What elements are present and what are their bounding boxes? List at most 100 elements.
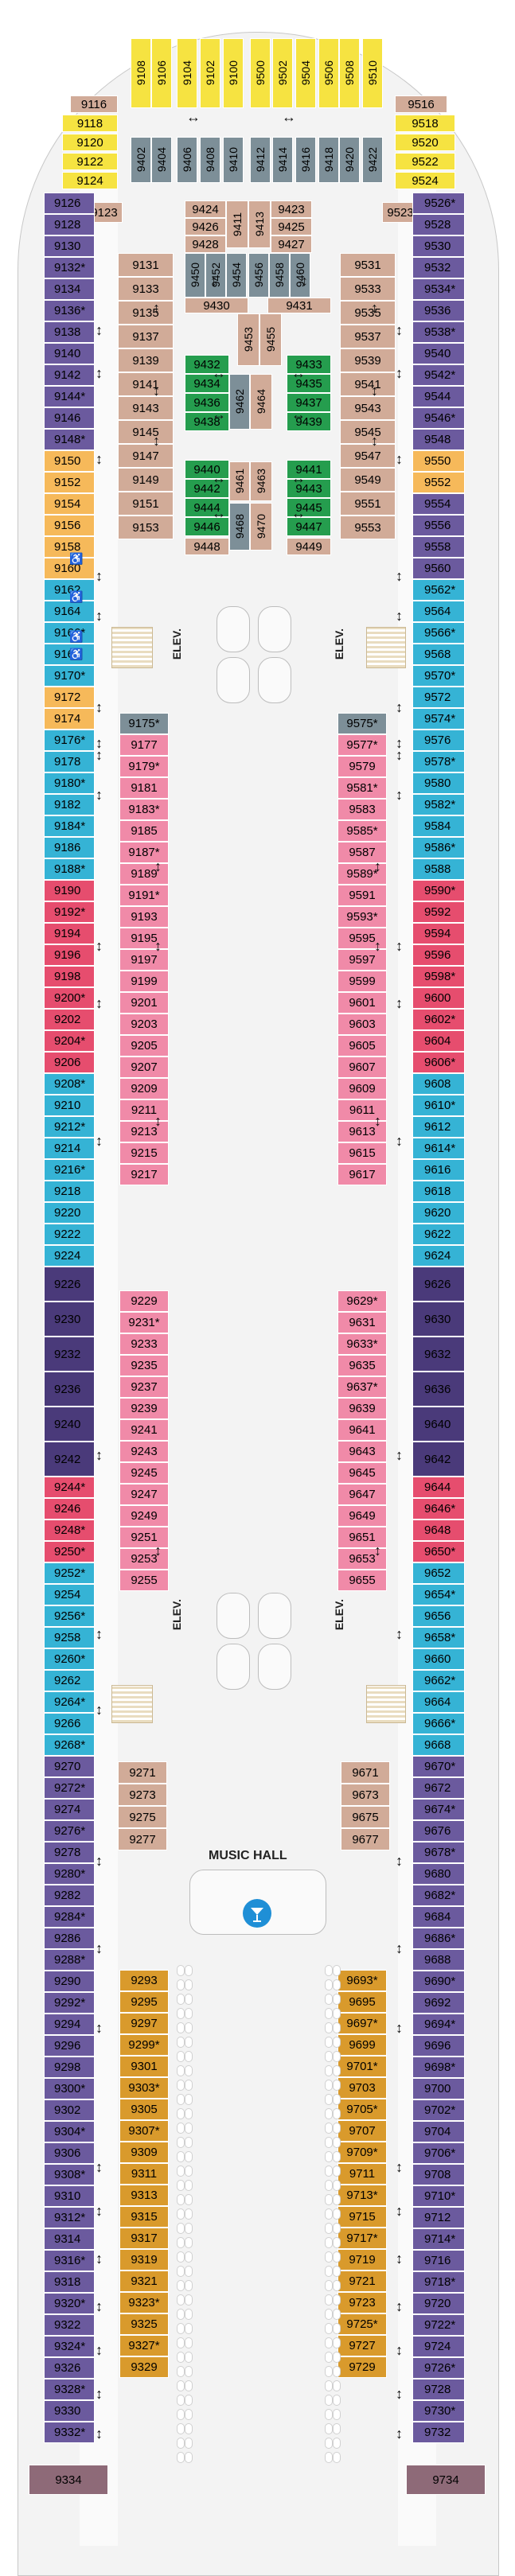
cabin-9145[interactable]: 9145 [118, 420, 174, 444]
cabin-9562[interactable]: 9562* [412, 579, 465, 601]
cabin-9214[interactable]: 9214 [44, 1138, 95, 1159]
cabin-9280[interactable]: 9280* [44, 1863, 95, 1885]
cabin-9329[interactable]: 9329 [119, 2356, 169, 2378]
cabin-9180[interactable]: 9180* [44, 772, 95, 794]
cabin-9428[interactable]: 9428 [185, 235, 226, 253]
cabin-9584[interactable]: 9584 [412, 815, 465, 837]
cabin-9196[interactable]: 9196 [44, 944, 95, 966]
cabin-9311[interactable]: 9311 [119, 2163, 169, 2185]
cabin-9276[interactable]: 9276* [44, 1820, 95, 1842]
cabin-9616[interactable]: 9616 [412, 1159, 465, 1181]
cabin-9516[interactable]: 9516 [395, 95, 447, 113]
cabin-9255[interactable]: 9255 [119, 1570, 169, 1591]
cabin-9610[interactable]: 9610* [412, 1095, 465, 1116]
cabin-9730[interactable]: 9730* [412, 2400, 465, 2422]
cabin-9554[interactable]: 9554 [412, 493, 465, 515]
cabin-9324[interactable]: 9324* [44, 2336, 95, 2357]
cabin-9552[interactable]: 9552 [412, 472, 465, 493]
cabin-9535[interactable]: 9535 [340, 301, 396, 325]
cabin-9586[interactable]: 9586* [412, 837, 465, 858]
cabin-9703[interactable]: 9703 [337, 2077, 387, 2099]
cabin-9298[interactable]: 9298 [44, 2057, 95, 2078]
cabin-9548[interactable]: 9548 [412, 429, 465, 450]
cabin-9253[interactable]: 9253 [119, 1548, 169, 1570]
cabin-9604[interactable]: 9604 [412, 1030, 465, 1052]
cabin-9236[interactable]: 9236 [44, 1372, 95, 1407]
cabin-9423[interactable]: 9423 [271, 200, 312, 218]
cabin-9299[interactable]: 9299* [119, 2034, 169, 2056]
cabin-9518[interactable]: 9518 [395, 115, 455, 132]
cabin-9268[interactable]: 9268* [44, 1734, 95, 1756]
cabin-9286[interactable]: 9286 [44, 1928, 95, 1949]
cabin-9325[interactable]: 9325 [119, 2313, 169, 2335]
cabin-9649[interactable]: 9649 [337, 1505, 387, 1527]
cabin-9272[interactable]: 9272* [44, 1777, 95, 1799]
cabin-9128[interactable]: 9128 [44, 214, 95, 235]
cabin-9247[interactable]: 9247 [119, 1484, 169, 1505]
cabin-9184[interactable]: 9184* [44, 815, 95, 837]
cabin-9534[interactable]: 9534* [412, 278, 465, 300]
cabin-9592[interactable]: 9592 [412, 901, 465, 923]
cabin-9587[interactable]: 9587 [337, 842, 387, 863]
cabin-9141[interactable]: 9141 [118, 372, 174, 396]
cabin-9332[interactable]: 9332* [44, 2422, 95, 2443]
cabin-9166[interactable]: 9166* [44, 622, 95, 644]
cabin-9271[interactable]: 9271 [118, 1761, 167, 1784]
cabin-9148[interactable]: 9148* [44, 429, 95, 450]
cabin-9116[interactable]: 9116 [70, 95, 118, 113]
cabin-9233[interactable]: 9233 [119, 1333, 169, 1355]
cabin-9150[interactable]: 9150 [44, 450, 95, 472]
cabin-9640[interactable]: 9640 [412, 1407, 465, 1442]
cabin-9440[interactable]: 9440 [185, 460, 229, 479]
cabin-9456[interactable]: 9456 [248, 253, 269, 298]
cabin-9104[interactable]: 9104 [177, 38, 197, 108]
cabin-9666[interactable]: 9666* [412, 1713, 465, 1734]
cabin-9146[interactable]: 9146 [44, 407, 95, 429]
cabin-9647[interactable]: 9647 [337, 1484, 387, 1505]
cabin-9446[interactable]: 9446 [185, 517, 229, 536]
cabin-9172[interactable]: 9172 [44, 687, 95, 708]
cabin-9607[interactable]: 9607 [337, 1056, 387, 1078]
cabin-9295[interactable]: 9295 [119, 1991, 169, 2013]
cabin-9192[interactable]: 9192* [44, 901, 95, 923]
cabin-9230[interactable]: 9230 [44, 1302, 95, 1337]
cabin-9322[interactable]: 9322 [44, 2314, 95, 2336]
cabin-9734[interactable]: 9734 [406, 2465, 486, 2495]
cabin-9426[interactable]: 9426 [185, 218, 226, 235]
cabin-9273[interactable]: 9273 [118, 1784, 167, 1806]
cabin-9593[interactable]: 9593* [337, 906, 387, 928]
cabin-9408[interactable]: 9408 [200, 137, 220, 183]
cabin-9545[interactable]: 9545 [340, 420, 396, 444]
cabin-9528[interactable]: 9528 [412, 214, 465, 235]
cabin-9425[interactable]: 9425 [271, 218, 312, 235]
cabin-9575[interactable]: 9575* [337, 713, 387, 734]
cabin-9538[interactable]: 9538* [412, 321, 465, 343]
cabin-9578[interactable]: 9578* [412, 751, 465, 772]
cabin-9696[interactable]: 9696 [412, 2035, 465, 2057]
cabin-9139[interactable]: 9139 [118, 348, 174, 372]
cabin-9323[interactable]: 9323* [119, 2292, 169, 2313]
cabin-9244[interactable]: 9244* [44, 1477, 95, 1498]
cabin-9435[interactable]: 9435 [287, 374, 331, 393]
cabin-9690[interactable]: 9690* [412, 1971, 465, 1992]
cabin-9717[interactable]: 9717* [337, 2228, 387, 2249]
cabin-9729[interactable]: 9729 [337, 2356, 387, 2378]
cabin-9160[interactable]: 9160 [44, 558, 95, 579]
cabin-9413[interactable]: 9413 [248, 200, 271, 248]
cabin-9500[interactable]: 9500 [250, 38, 271, 108]
cabin-9306[interactable]: 9306 [44, 2142, 95, 2164]
cabin-9321[interactable]: 9321 [119, 2271, 169, 2292]
cabin-9191[interactable]: 9191* [119, 885, 169, 906]
cabin-9262[interactable]: 9262 [44, 1670, 95, 1691]
cabin-9539[interactable]: 9539 [340, 348, 396, 372]
cabin-9326[interactable]: 9326 [44, 2357, 95, 2379]
cabin-9581[interactable]: 9581* [337, 777, 387, 799]
cabin-9194[interactable]: 9194 [44, 923, 95, 944]
cabin-9258[interactable]: 9258 [44, 1627, 95, 1648]
cabin-9452[interactable]: 9452 [205, 253, 226, 298]
cabin-9154[interactable]: 9154 [44, 493, 95, 515]
cabin-9251[interactable]: 9251 [119, 1527, 169, 1548]
cabin-9510[interactable]: 9510 [362, 38, 383, 108]
cabin-9185[interactable]: 9185 [119, 820, 169, 842]
cabin-9316[interactable]: 9316* [44, 2250, 95, 2271]
